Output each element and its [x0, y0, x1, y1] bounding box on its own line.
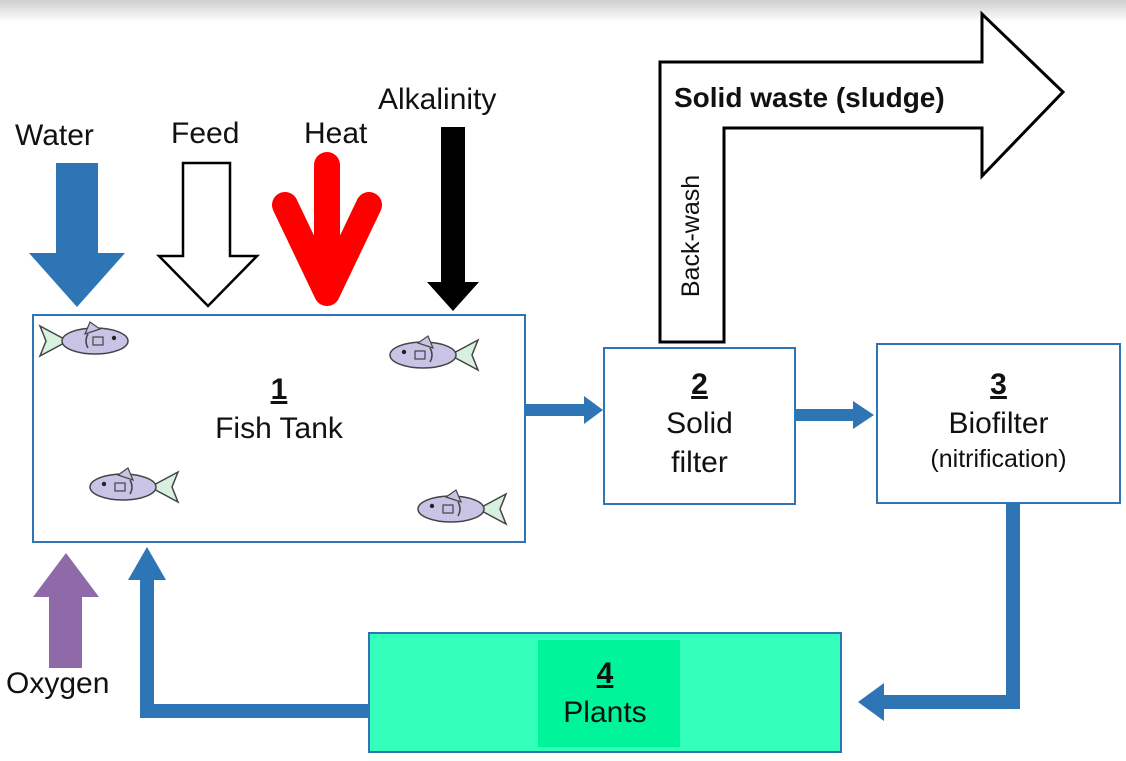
plants-box: 4 Plants	[368, 632, 842, 753]
fish-icon	[417, 489, 508, 526]
solid-waste-label: Solid waste (sludge)	[674, 82, 945, 113]
biofilter-number: 3	[990, 368, 1007, 401]
solid-filter-box: 2 Solid filter	[603, 347, 796, 505]
oxygen-label: Oxygen	[6, 667, 110, 700]
alkalinity-label: Alkalinity	[378, 83, 497, 116]
feed-label: Feed	[171, 117, 240, 150]
backwash-label: Back-wash	[677, 174, 705, 298]
fish-icon	[38, 321, 129, 358]
solid-filter-label-line1: Solid	[666, 407, 733, 440]
fish-tank-label: Fish Tank	[215, 412, 343, 445]
alkalinity-arrow	[427, 127, 479, 311]
heat-arrow	[272, 152, 382, 306]
biofilter-box: 3 Biofilter (nitrification)	[876, 343, 1121, 504]
plants-number: 4	[596, 657, 614, 690]
plants-inner-panel	[538, 640, 680, 747]
solid-filter-label-line2: filter	[671, 446, 728, 479]
solid-waste-arrow	[658, 10, 1066, 344]
flow-plants-to-tank	[140, 578, 368, 718]
flow-biofilter-to-plants	[882, 504, 1020, 709]
solid-filter-number: 2	[691, 368, 708, 401]
plants-label: Plants	[563, 696, 647, 729]
water-label: Water	[15, 119, 94, 152]
top-shadow-bar	[0, 0, 1126, 22]
flow-plants-to-tank-head	[128, 547, 166, 580]
oxygen-arrow	[33, 553, 99, 668]
biofilter-label: Biofilter	[948, 407, 1049, 440]
fish-tank-number: 1	[270, 373, 288, 406]
flow-biofilter-to-plants-head	[858, 683, 884, 721]
water-arrow	[29, 163, 125, 307]
feed-arrow	[156, 161, 260, 308]
heat-label: Heat	[304, 117, 368, 150]
flow-filter-to-biofilter-head	[853, 401, 874, 429]
fish-icon	[389, 335, 480, 372]
biofilter-sublabel: (nitrification)	[930, 445, 1067, 473]
fish-icon	[89, 467, 180, 504]
flow-tank-to-filter-head	[584, 396, 603, 424]
